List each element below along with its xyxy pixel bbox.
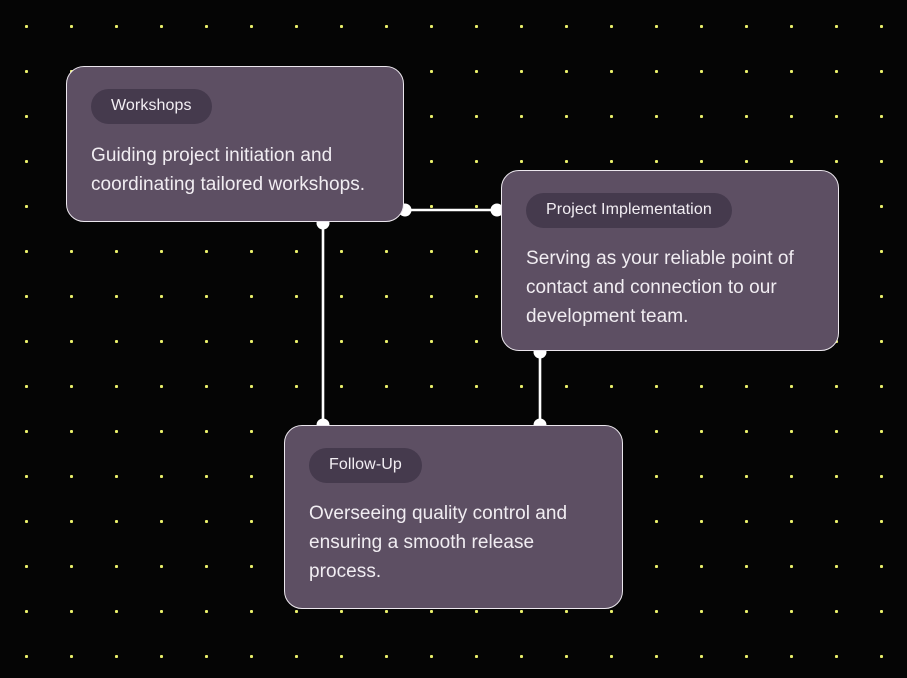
card-follow-up-body: Overseeing quality control and ensuring … <box>309 503 568 582</box>
card-project-implementation[interactable]: Project Implementation Serving as your r… <box>501 170 839 351</box>
card-workshops-label: Workshops <box>91 89 212 124</box>
card-follow-up-label: Follow-Up <box>309 448 422 483</box>
card-workshops[interactable]: Workshops Guiding project initiation and… <box>66 66 404 222</box>
card-follow-up[interactable]: Follow-Up Overseeing quality control and… <box>284 425 623 609</box>
card-project-implementation-body: Serving as your reliable point of contac… <box>526 248 794 327</box>
card-project-implementation-label: Project Implementation <box>526 193 732 228</box>
card-workshops-body: Guiding project initiation and coordinat… <box>91 145 366 195</box>
